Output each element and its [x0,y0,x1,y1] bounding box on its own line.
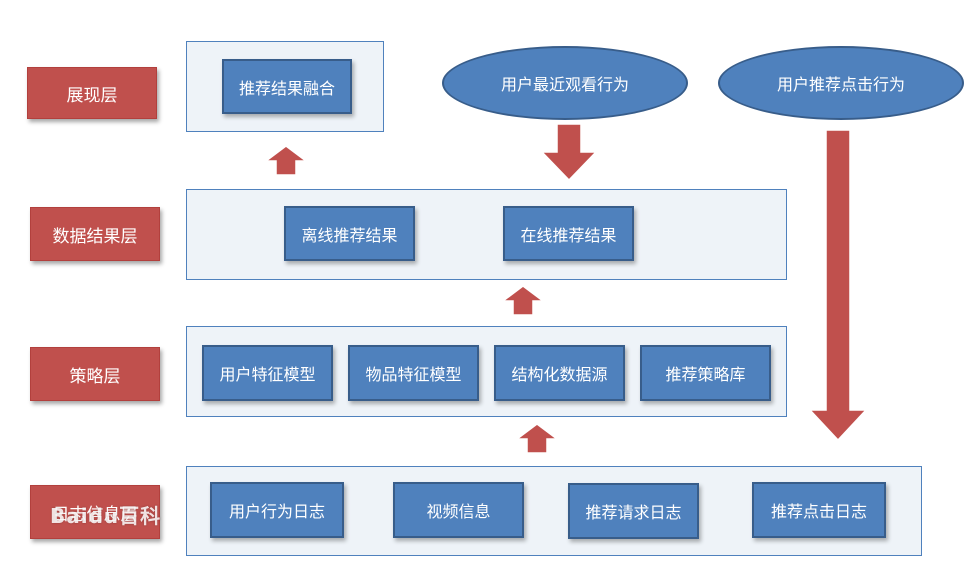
node-user-behavior-log-text: 用户行为日志 [228,502,325,521]
up-arrow-data-to-presentation [263,145,309,176]
node-fusion-text: 推荐结果融合 [238,78,335,98]
node-offline-text: 离线推荐结果 [301,225,398,245]
node-rec-click-log-text: 推荐点击日志 [770,502,867,521]
ellipse-recent-watch-text: 用户最近观看行为 [500,75,629,94]
node-user-feature: 用户特征模型 [202,345,333,401]
layer-label-log-info-text: 日志信息层 [52,504,138,525]
layer-label-data-result: 数据结果层 [30,207,160,261]
node-video-info-text: 视频信息 [426,502,491,521]
node-offline: 离线推荐结果 [284,206,415,261]
node-online-text: 在线推荐结果 [520,225,617,245]
layer-label-presentation: 展现层 [27,67,157,119]
layer-label-log-info: 日志信息层 [30,485,160,539]
node-user-behavior-log: 用户行为日志 [210,482,344,538]
down-arrow-recent-watch [540,123,598,182]
node-item-feature-text: 物品特征模型 [365,365,462,384]
node-user-feature-text: 用户特征模型 [219,365,316,384]
up-arrow-strategy-to-data [500,285,546,316]
baidu-watermark-text: Baidu百科 [50,504,162,528]
data-result-panel [186,189,787,280]
up-arrow-log-to-strategy [514,423,560,454]
ellipse-recent-watch: 用户最近观看行为 [442,46,688,120]
ellipse-rec-click: 用户推荐点击行为 [718,46,964,120]
node-video-info: 视频信息 [393,482,524,538]
layer-label-presentation-text: 展现层 [66,85,118,106]
node-fusion: 推荐结果融合 [222,59,352,114]
node-strategy-lib: 推荐策略库 [640,345,771,401]
layer-label-data-result-text: 数据结果层 [52,226,138,247]
node-rec-request-log: 推荐请求日志 [568,483,699,539]
node-structured-source-text: 结构化数据源 [511,365,608,384]
node-rec-click-log: 推荐点击日志 [752,482,886,538]
layer-label-strategy-text: 策略层 [69,366,121,387]
baidu-watermark: Baidu百科 [50,500,161,529]
down-arrow-rec-click [808,129,868,442]
ellipse-rec-click-text: 用户推荐点击行为 [776,75,905,94]
node-rec-request-log-text: 推荐请求日志 [585,503,682,522]
node-item-feature: 物品特征模型 [348,345,479,401]
node-structured-source: 结构化数据源 [494,345,625,401]
node-strategy-lib-text: 推荐策略库 [665,365,746,384]
node-online: 在线推荐结果 [503,206,634,261]
layer-label-strategy: 策略层 [30,347,160,401]
